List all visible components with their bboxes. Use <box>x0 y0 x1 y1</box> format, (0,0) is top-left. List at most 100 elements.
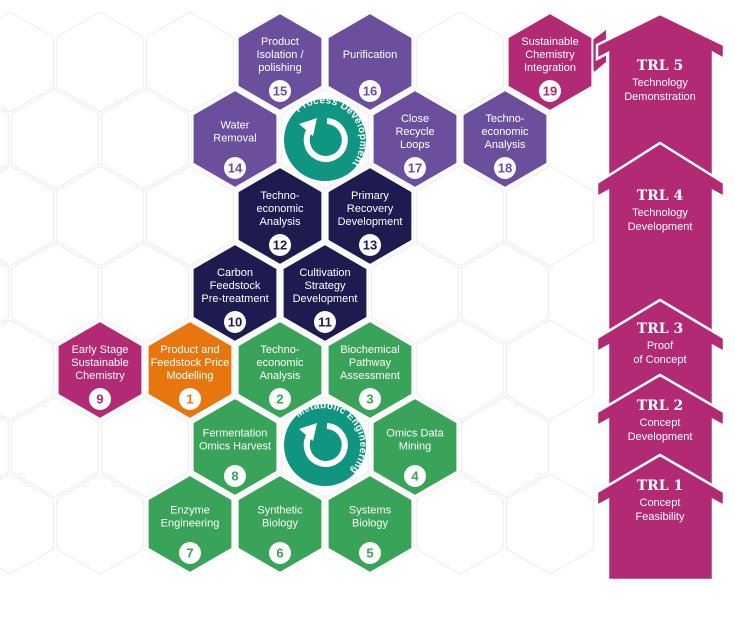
hex-label: Feedstock <box>210 280 261 292</box>
trl-description: Proof <box>647 340 674 352</box>
hex-label: Pre-treatment <box>201 293 268 305</box>
hex-label: Product <box>261 36 299 48</box>
hex-number: 17 <box>408 161 422 176</box>
hex-number: 14 <box>228 161 243 176</box>
hex-step-16[interactable]: Purification 16 <box>326 11 414 113</box>
hex-label: Cultivation <box>299 267 350 279</box>
grid-hex <box>371 242 459 344</box>
hex-label: Chemistry <box>525 49 575 61</box>
number-badge <box>269 388 291 410</box>
hex-label: Development <box>293 293 358 305</box>
trl-level: TRL 2 <box>637 398 684 414</box>
hex-label: Mining <box>399 441 431 453</box>
grid-hex <box>0 473 54 575</box>
hex-number: 19 <box>543 84 557 99</box>
number-badge <box>359 542 381 564</box>
grid-hex <box>11 242 99 344</box>
hex-number: 10 <box>228 315 242 330</box>
hex-label: Development <box>338 216 403 228</box>
number-badge <box>359 388 381 410</box>
hex-label: Systems <box>349 505 392 517</box>
grid-hex <box>0 11 54 113</box>
hex-label: Analysis <box>260 216 301 228</box>
number-badge <box>494 157 516 179</box>
trl-description: Demonstration <box>624 91 696 103</box>
trl-level: TRL 3 <box>637 321 684 337</box>
hex-number: 1 <box>186 392 193 407</box>
cycle-arrowhead-icon <box>299 423 317 441</box>
grid-hex <box>0 165 54 267</box>
grid-hex <box>281 88 369 190</box>
hex-label: Synthetic <box>257 505 303 517</box>
hex-label: Primary <box>351 190 389 202</box>
grid-hex <box>0 319 54 421</box>
grid-hex <box>416 165 504 267</box>
grid-hex <box>506 165 594 267</box>
hex-number: 9 <box>96 392 103 407</box>
hex-number: 16 <box>363 84 377 99</box>
hex-label: Sustainable <box>521 36 579 48</box>
hex-number: 8 <box>231 469 238 484</box>
hex-label: Biochemical <box>340 344 399 356</box>
hex-label: Purification <box>343 49 397 61</box>
trl-description: Development <box>628 221 693 233</box>
grid-hex <box>101 396 189 498</box>
hex-label: Techno- <box>485 113 524 125</box>
hex-label: Pathway <box>349 357 392 369</box>
hex-label: Biology <box>262 518 299 530</box>
hex-label: Techno- <box>260 190 299 202</box>
grid-hex <box>146 11 234 113</box>
hex-number: 6 <box>276 546 283 561</box>
hex-label: Sustainable <box>71 357 129 369</box>
hex-label: Recycle <box>395 126 434 138</box>
cycle-badge-metabolic: Metabolic Engineering <box>281 400 369 489</box>
grid-hex <box>0 416 9 478</box>
hex-number: 15 <box>273 84 287 99</box>
hex-number: 12 <box>273 238 287 253</box>
number-badge <box>224 311 246 333</box>
hex-label: Fermentation <box>203 428 268 440</box>
grid-hex <box>11 396 99 498</box>
number-badge <box>179 542 201 564</box>
number-badge <box>269 542 291 564</box>
trl-description: Concept <box>640 417 681 429</box>
number-badge <box>179 388 201 410</box>
number-badge <box>89 388 111 410</box>
cycle-badge-process: Process Development <box>281 95 369 184</box>
hex-label: Close <box>401 113 429 125</box>
number-badge <box>269 80 291 102</box>
hex-label: Carbon <box>217 267 253 279</box>
hex-label: Product and <box>160 344 219 356</box>
hex-label: Isolation / <box>256 49 304 61</box>
hex-label: economic <box>256 203 304 215</box>
grid-hex <box>56 11 144 113</box>
trl-arrow-1 <box>595 453 726 582</box>
grid-hex <box>506 319 594 421</box>
grid-hex <box>416 473 504 575</box>
trl-description: Technology <box>632 207 688 219</box>
hex-label: Feedstock Price <box>151 357 230 369</box>
hex-label: Analysis <box>260 370 301 382</box>
